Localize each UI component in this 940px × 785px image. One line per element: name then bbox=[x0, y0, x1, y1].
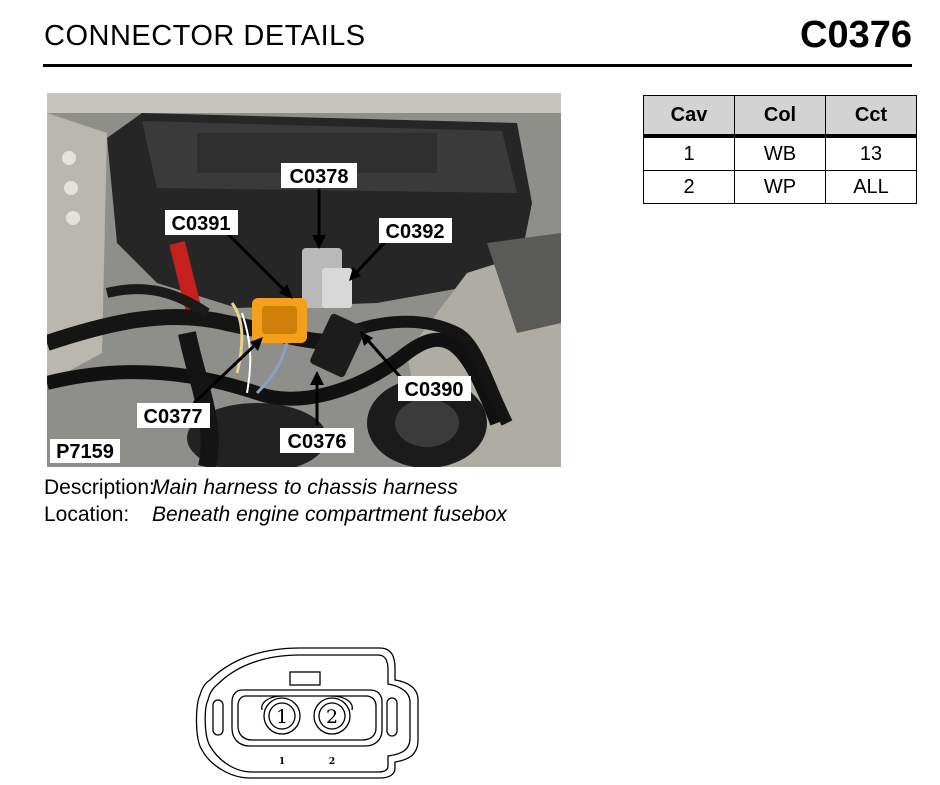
callout-c0376: C0376 bbox=[280, 428, 354, 453]
colour-cell: WB bbox=[734, 135, 826, 171]
callout-c0390: C0390 bbox=[398, 376, 471, 401]
pin-table-header: Cav Col Cct bbox=[643, 95, 917, 138]
circuit-cell: ALL bbox=[825, 170, 917, 204]
description-label: Description: bbox=[44, 476, 155, 499]
column-header-col: Col bbox=[734, 95, 826, 138]
colour-cell: WP bbox=[734, 170, 826, 204]
location-label: Location: bbox=[44, 503, 130, 526]
description-row: Description:Main harness to chassis harn… bbox=[44, 476, 458, 500]
pin-table: Cav Col Cct 1 WB 13 2 WP ALL bbox=[643, 95, 917, 204]
cavity-cell: 2 bbox=[643, 170, 735, 204]
pin-2-label: 2 bbox=[326, 706, 338, 728]
pin-2-small-label: 2 bbox=[329, 757, 335, 767]
svg-text:C0376: C0376 bbox=[288, 431, 347, 453]
description-value: Main harness to chassis harness bbox=[152, 476, 458, 499]
svg-text:C0392: C0392 bbox=[386, 221, 445, 243]
location-row: Location: Beneath engine compartment fuse… bbox=[44, 503, 507, 527]
callout-c0392: C0392 bbox=[379, 218, 452, 243]
table-row: 1 WB 13 bbox=[643, 135, 917, 171]
connector-location-photo: C0378 C0391 C0392 C0390 C0377 C0376 P715… bbox=[47, 93, 561, 467]
connector-code: C0376 bbox=[800, 14, 912, 56]
callout-c0391: C0391 bbox=[165, 210, 238, 235]
svg-text:C0391: C0391 bbox=[172, 213, 231, 235]
connector-face-diagram: 1 2 1 2 bbox=[190, 640, 430, 785]
pin-1-label: 1 bbox=[276, 706, 288, 728]
cavity-cell: 1 bbox=[643, 135, 735, 171]
column-header-cav: Cav bbox=[643, 95, 735, 138]
pin-1-small-label: 1 bbox=[279, 757, 285, 767]
svg-text:C0378: C0378 bbox=[290, 166, 349, 188]
header-divider bbox=[43, 64, 912, 67]
svg-text:P7159: P7159 bbox=[56, 441, 114, 463]
table-row: 2 WP ALL bbox=[643, 170, 917, 204]
location-value: Beneath engine compartment fusebox bbox=[152, 503, 507, 526]
callout-c0377: C0377 bbox=[137, 403, 210, 428]
page-title: CONNECTOR DETAILS bbox=[44, 20, 366, 52]
callout-c0378: C0378 bbox=[281, 163, 357, 188]
photo-reference: P7159 bbox=[50, 439, 120, 463]
column-header-cct: Cct bbox=[825, 95, 917, 138]
circuit-cell: 13 bbox=[825, 135, 917, 171]
svg-text:C0390: C0390 bbox=[405, 379, 464, 401]
svg-text:C0377: C0377 bbox=[144, 406, 203, 428]
